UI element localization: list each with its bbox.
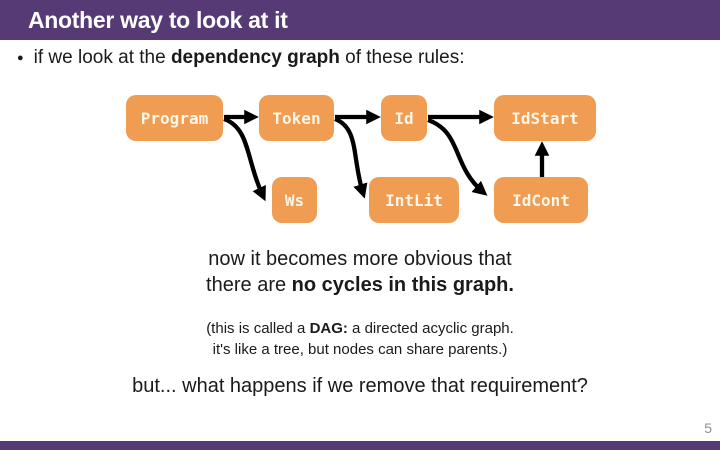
note-dag-line1-pre: (this is called a (206, 320, 310, 337)
edge-id-idcont (427, 117, 488, 196)
note-dag-line1: (this is called a DAG: a directed acycli… (0, 318, 720, 339)
note-no-cycles-line2-bold: no cycles in this graph. (291, 274, 514, 296)
node-idstart: IdStart (494, 95, 596, 141)
page-number: 5 (704, 420, 712, 436)
node-intlit: IntLit (369, 177, 459, 223)
node-program: Program (126, 95, 223, 141)
edge-program-ws (223, 116, 266, 202)
bullet-line: ● if we look at the dependency graph of … (17, 46, 465, 70)
node-idcont: IdCont (494, 177, 588, 223)
note-dag-line2: it's like a tree, but nodes can share pa… (212, 341, 508, 358)
note-dag-line1-post: a directed acyclic graph. (347, 320, 514, 337)
bullet-text-post: of these rules: (339, 47, 465, 68)
bullet-icon: ● (17, 52, 24, 64)
slide-title: Another way to look at it (28, 7, 288, 33)
note-no-cycles: now it becomes more obvious that there a… (0, 246, 720, 298)
question-text: but... what happens if we remove that re… (132, 375, 588, 397)
note-dag-line1-bold: DAG: (309, 320, 348, 337)
bullet-text-pre: if we look at the (33, 47, 171, 68)
bullet-text-bold: dependency graph (170, 47, 340, 68)
note-no-cycles-line2: there are no cycles in this graph. (0, 272, 720, 298)
node-ws: Ws (272, 177, 317, 223)
edge-token-intlit (334, 116, 368, 199)
note-no-cycles-line1: now it becomes more obvious that (208, 248, 512, 270)
note-dag: (this is called a DAG: a directed acycli… (0, 318, 720, 360)
note-no-cycles-line2-pre: there are (206, 274, 292, 296)
node-id: Id (381, 95, 427, 141)
bullet-text: if we look at the dependency graph of th… (34, 46, 465, 70)
bottom-bar (0, 441, 720, 450)
node-token: Token (259, 95, 334, 141)
slide-title-bar: Another way to look at it (0, 0, 720, 40)
